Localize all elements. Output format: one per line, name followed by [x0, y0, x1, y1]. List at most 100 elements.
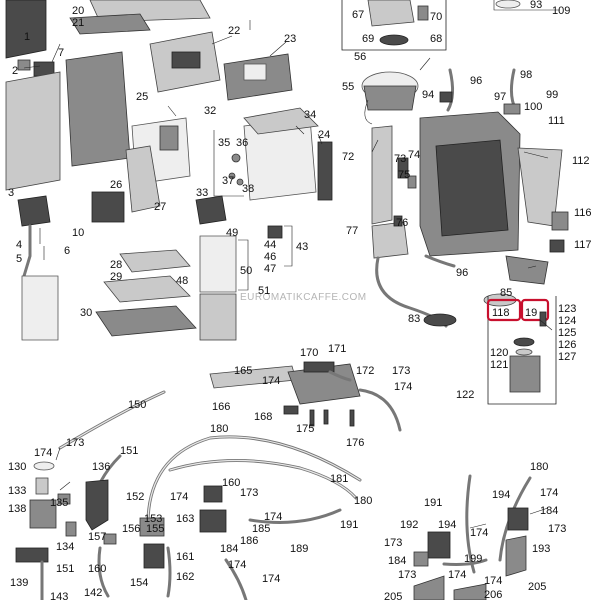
part-label-p27: 27	[154, 201, 166, 213]
bracket-50	[238, 239, 249, 291]
part-label-p109: 109	[552, 5, 570, 17]
part-label-p93: 93	[530, 0, 542, 11]
part-label-p96b: 96	[456, 267, 468, 279]
valve-154	[143, 543, 165, 569]
part-label-p97: 97	[494, 91, 506, 103]
part-label-p20: 20	[72, 5, 84, 17]
bracket-165	[209, 365, 297, 389]
part-label-p150: 150	[128, 399, 146, 411]
part-label-p184a: 184	[220, 543, 238, 555]
part-label-p35: 35	[218, 137, 230, 149]
side-panel	[5, 71, 61, 191]
plate-77	[371, 221, 409, 259]
valve-184c	[413, 551, 429, 567]
part-label-p83: 83	[408, 313, 420, 325]
part-116	[551, 211, 569, 231]
part-label-p49: 49	[226, 227, 238, 239]
box-frame-68	[341, 0, 447, 51]
part-label-p135: 135	[50, 497, 68, 509]
part-label-p206: 206	[484, 589, 502, 600]
part-label-p143: 143	[50, 591, 68, 600]
part-label-p33: 33	[196, 187, 208, 199]
part-label-p174c: 174	[34, 447, 52, 459]
part-label-p25: 25	[136, 91, 148, 103]
screw-176	[349, 409, 355, 427]
part-73	[397, 157, 409, 179]
bracket-33	[213, 130, 244, 197]
part-label-p10: 10	[72, 227, 84, 239]
panel-24	[317, 141, 333, 201]
part-label-p174j: 174	[448, 569, 466, 581]
part-label-p6: 6	[64, 245, 70, 257]
part-label-p138: 138	[8, 503, 26, 515]
bracket-43	[284, 225, 293, 267]
part-label-p7: 7	[58, 47, 64, 59]
jug	[21, 275, 59, 341]
part-label-p172: 172	[356, 365, 374, 377]
container-51	[199, 293, 237, 341]
part-label-p199: 199	[464, 553, 482, 565]
part-label-p30: 30	[80, 307, 92, 319]
dispenser-group	[209, 361, 402, 432]
part-120	[513, 337, 535, 347]
part-label-p176: 176	[346, 437, 364, 449]
part-label-p4: 4	[16, 239, 22, 251]
part-label-p26: 26	[110, 179, 122, 191]
part-label-p85: 85	[500, 287, 512, 299]
part-label-p3: 3	[8, 187, 14, 199]
part-label-p168: 168	[254, 411, 272, 423]
part-label-p123: 123	[558, 303, 576, 315]
pump-wire	[364, 99, 373, 125]
part-label-p130: 130	[8, 461, 26, 473]
tank-lid	[243, 107, 319, 135]
drip-grid-29	[103, 275, 191, 303]
part-label-p111: 111	[548, 115, 565, 127]
part-label-p28: 28	[110, 259, 122, 271]
part-label-p69: 69	[362, 33, 374, 45]
part-label-p112: 112	[572, 155, 590, 167]
box-26	[91, 191, 125, 223]
part-label-p117: 117	[574, 239, 592, 251]
base-139	[15, 547, 49, 563]
part-121	[515, 348, 533, 356]
part-label-p76: 76	[396, 217, 408, 229]
grinder-box	[159, 125, 179, 151]
bracket-205b	[505, 535, 527, 577]
drip-tray	[95, 305, 197, 337]
part-label-p75: 75	[398, 169, 410, 181]
dispenser-top	[303, 361, 335, 373]
part-70	[417, 5, 429, 21]
tube-96a	[446, 68, 455, 112]
hose-group-left	[15, 390, 362, 600]
part-123	[539, 311, 547, 327]
part-label-p55: 55	[342, 81, 354, 93]
part-label-p56: 56	[354, 51, 366, 63]
valve-153	[139, 517, 165, 537]
ring-69	[379, 34, 409, 46]
part-label-p23: 23	[284, 33, 296, 45]
part-76	[393, 215, 403, 227]
box-frame-122	[487, 296, 557, 405]
fitting-135	[57, 493, 71, 505]
part-label-p139: 139	[10, 577, 28, 589]
part-label-p175: 175	[296, 423, 314, 435]
housing-group	[5, 0, 333, 341]
part-label-p46: 46	[264, 251, 276, 263]
part-label-p34: 34	[304, 109, 316, 121]
part-label-p119: 19	[525, 307, 537, 319]
part-label-p48: 48	[176, 275, 188, 287]
part-label-p161: 161	[176, 551, 194, 563]
part-label-p22: 22	[228, 25, 240, 37]
bracket-206	[453, 583, 487, 600]
board-display	[171, 51, 201, 69]
part-label-p205b: 205	[528, 581, 546, 593]
part-label-p67: 67	[352, 9, 364, 21]
part-label-p2: 2	[12, 65, 18, 77]
part-label-p127: 127	[558, 351, 576, 363]
internal-unit-group	[341, 0, 569, 405]
valve-group-right	[413, 474, 532, 600]
ring-93	[495, 0, 521, 9]
hose-180-in	[147, 436, 361, 521]
